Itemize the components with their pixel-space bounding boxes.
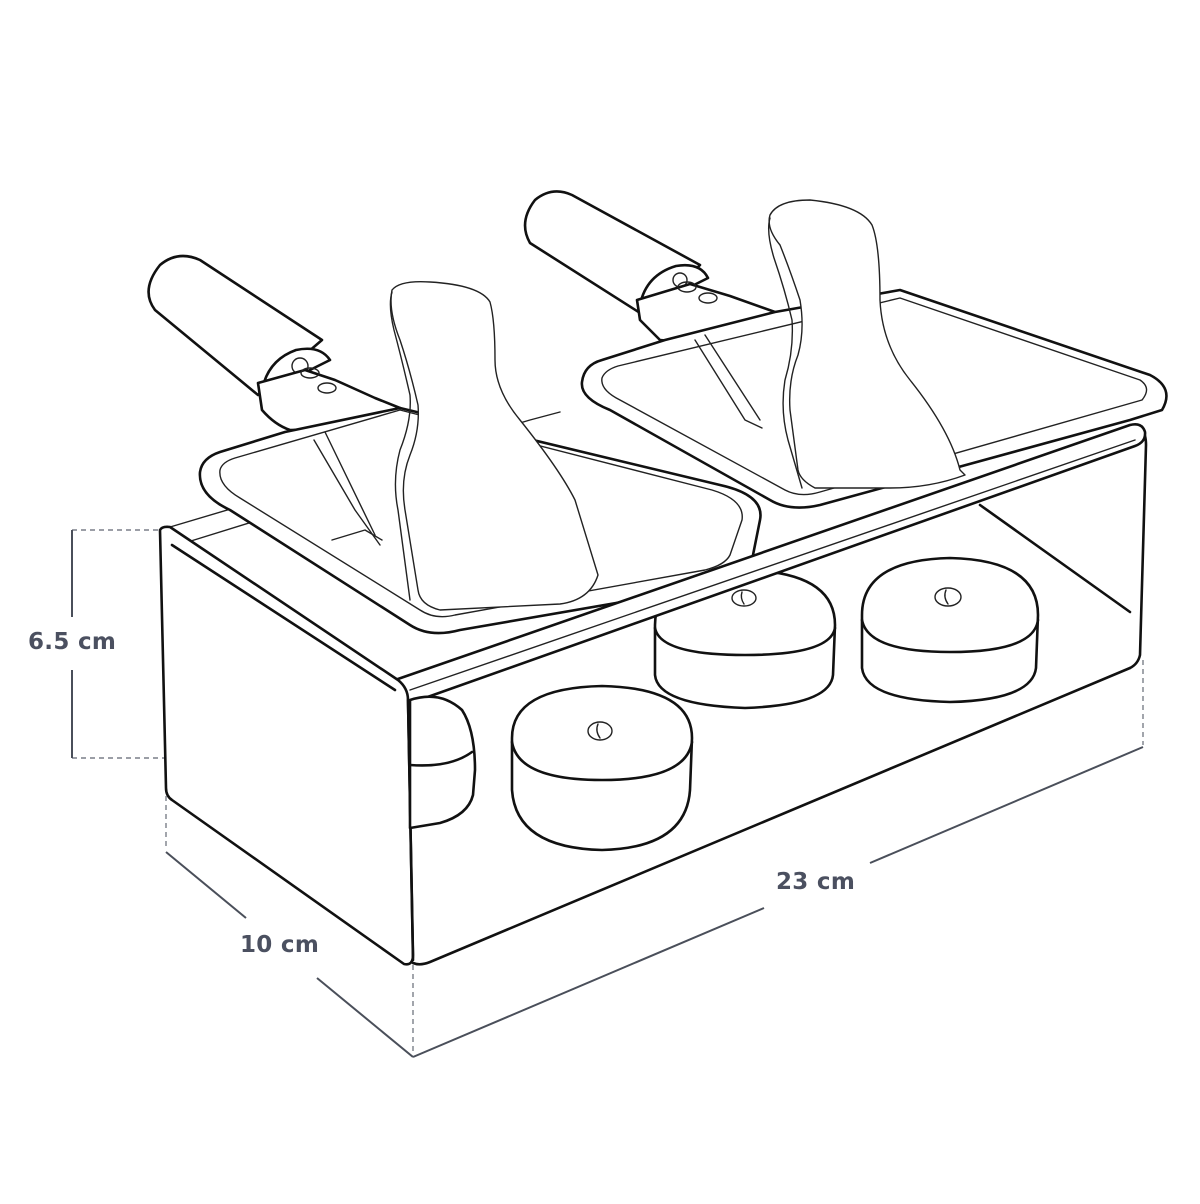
spatula-left [389,280,599,611]
tealight-back-right [860,556,1040,704]
width-dimension [412,660,1144,1058]
depth-dimension-label: 10 cm [240,932,320,958]
tealight-front-center [510,684,694,852]
height-dimension-label: 6.5 cm [28,629,117,655]
spatula-right [767,199,966,489]
depth-dimension [165,760,414,1058]
tealight-front-left [408,695,477,830]
stand-front [158,525,1132,966]
height-dimension [71,529,166,759]
width-dimension-label: 23 cm [776,869,856,895]
stand-front-bar [393,423,1147,707]
